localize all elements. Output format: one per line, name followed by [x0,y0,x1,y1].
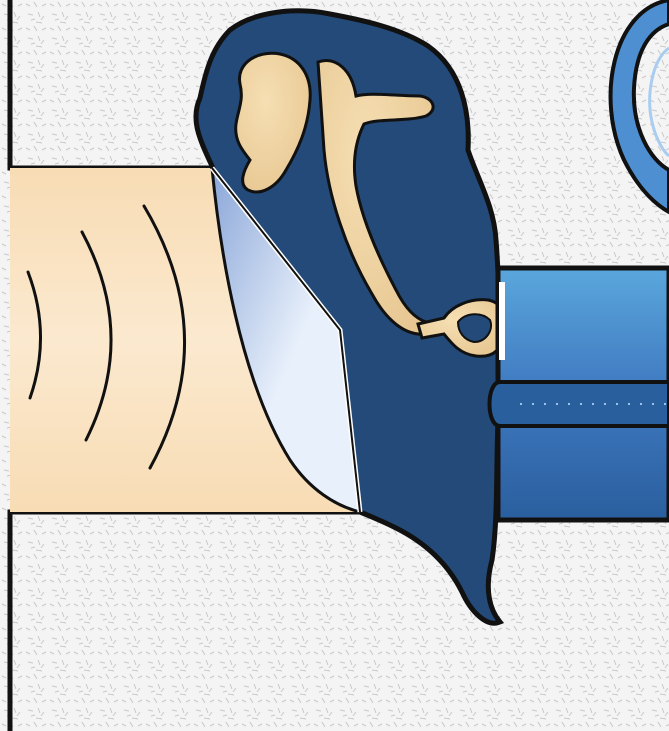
inner-ear-tubes [490,268,669,520]
round-window-tube [490,382,669,426]
